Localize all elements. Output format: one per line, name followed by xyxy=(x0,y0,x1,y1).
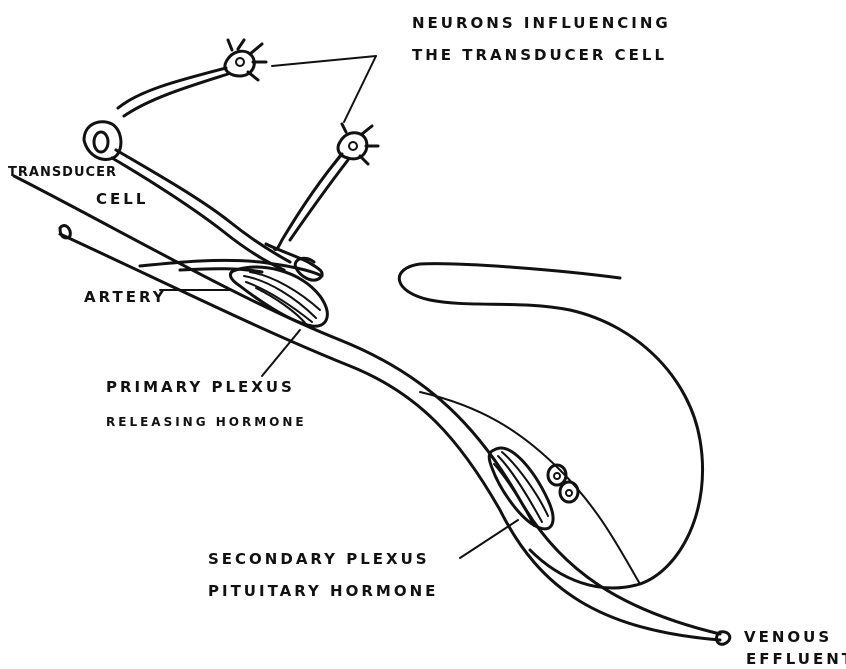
label-venous-line1: VENOUS xyxy=(744,628,832,646)
label-artery: ARTERY xyxy=(84,288,167,306)
label-primary-line1: PRIMARY PLEXUS xyxy=(106,378,295,396)
gland-cells xyxy=(548,465,578,502)
neurons-pointer-lines xyxy=(272,56,376,122)
secondary-plexus xyxy=(489,448,553,529)
portal-vessel xyxy=(14,176,720,640)
label-primary-line2: RELEASING HORMONE xyxy=(106,415,307,429)
upper-neuron xyxy=(118,40,266,116)
label-neurons-line1: NEURONS INFLUENCING xyxy=(412,14,671,32)
label-secondary-line1: SECONDARY PLEXUS xyxy=(208,550,430,568)
lower-neuron xyxy=(274,124,378,250)
label-venous-line2: EFFLUENT xyxy=(746,650,846,668)
label-secondary-line2: PITUITARY HORMONE xyxy=(208,582,438,600)
pituitary-gland xyxy=(399,264,702,588)
venous-outlet xyxy=(717,632,730,645)
label-transducer-line2: CELL xyxy=(96,190,148,208)
label-neurons-line2: THE TRANSDUCER CELL xyxy=(412,46,667,64)
label-transducer-line1: TRANSDUCER xyxy=(8,165,117,180)
